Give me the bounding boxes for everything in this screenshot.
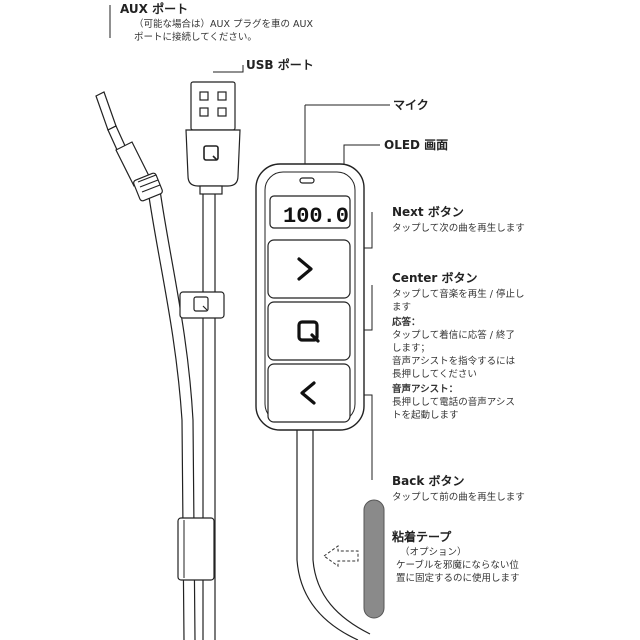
back-button-desc: タップして前の曲を再生します xyxy=(392,492,525,503)
aux-port-desc-1: （可能な場合は）AUX プラグを車の AUX xyxy=(134,19,313,30)
cables xyxy=(147,189,371,640)
center-button[interactable] xyxy=(267,301,351,361)
next-button-desc: タップして次の曲を再生します xyxy=(392,223,525,234)
answer-desc-1: タップして着信に応答 / 終了 xyxy=(392,330,515,341)
usb-logo-icon xyxy=(203,145,219,161)
q-logo-icon xyxy=(297,320,320,343)
voice-assist-desc-2: トを起動します xyxy=(392,410,459,421)
mic-label: マイク xyxy=(393,98,429,112)
answer-desc-4: 長押ししてください xyxy=(392,369,477,380)
adhesive-tape xyxy=(363,499,385,619)
arrow-left-icon xyxy=(323,545,359,567)
next-button-label: Next ボタン xyxy=(392,205,464,219)
remote-device: 100.0 xyxy=(255,163,365,431)
usb-plug xyxy=(185,81,241,195)
answer-title: 応答： xyxy=(392,317,421,328)
tape-desc-2: ケーブルを邪魔にならない位 xyxy=(396,560,519,571)
chevron-right-icon xyxy=(297,257,313,281)
back-button-label: Back ボタン xyxy=(392,474,465,488)
tape-desc-3: 置に固定するのに使用します xyxy=(396,573,520,584)
aux-plug xyxy=(95,91,163,202)
tape-label: 粘着テープ xyxy=(392,530,452,544)
center-button-desc-2: ます xyxy=(392,302,412,313)
center-button-label: Center ボタン xyxy=(392,271,478,285)
voice-assist-title: 音声アシスト： xyxy=(392,384,459,395)
ferrite-bead xyxy=(177,517,215,581)
voice-assist-desc-1: 長押しして電話の音声アシス xyxy=(392,397,515,408)
cable-clip xyxy=(179,291,225,319)
tape-desc-1: （オプション） xyxy=(400,547,467,558)
chevron-left-icon xyxy=(300,381,316,405)
oled-label: OLED 画面 xyxy=(384,138,449,152)
center-button-desc-1: タップして音楽を再生 / 停止し xyxy=(392,289,525,300)
oled-value: 100.0 xyxy=(283,204,349,229)
answer-desc-3: 音声アシストを指令するには xyxy=(392,356,516,367)
aux-port-desc-2: ポートに接続してください。 xyxy=(134,32,257,43)
microphone xyxy=(299,177,315,184)
answer-desc-2: します； xyxy=(392,343,431,354)
usb-port-label: USB ポート xyxy=(246,58,314,72)
aux-port-label: AUX ポート xyxy=(120,2,189,16)
oled-screen xyxy=(269,195,351,229)
back-button[interactable] xyxy=(267,363,351,423)
